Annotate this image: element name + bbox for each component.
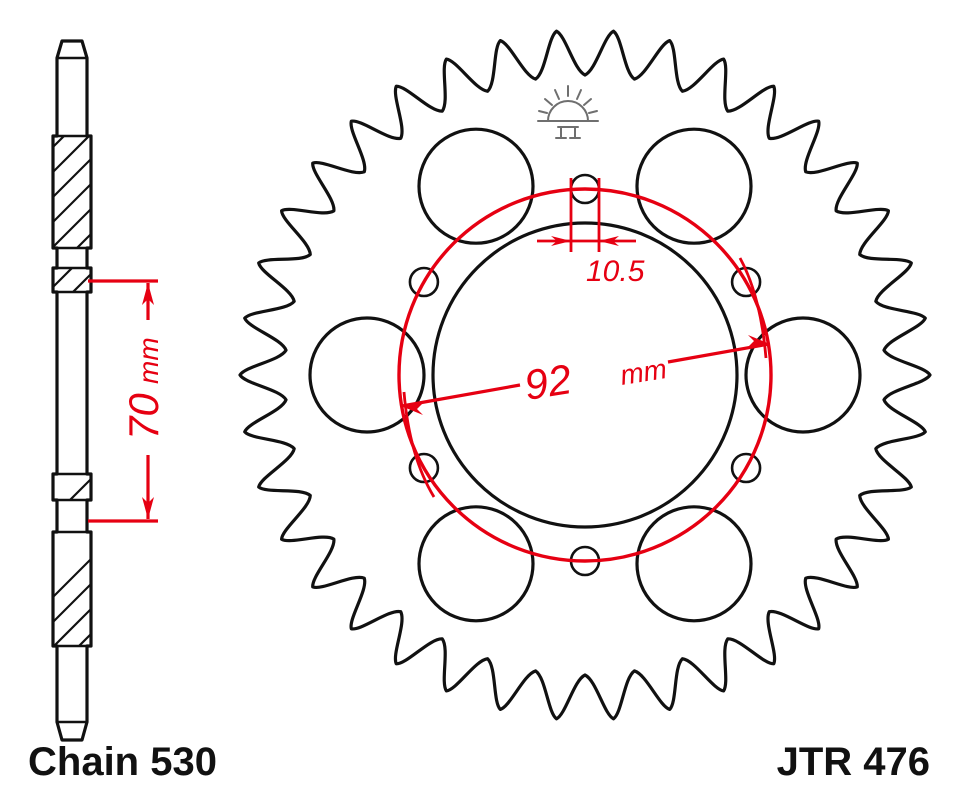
pcd-dimension-value: 92 (521, 355, 574, 409)
dimension-arrow-icon (551, 236, 571, 246)
hatch-upper-tooth-block (53, 136, 91, 248)
bolt-hole (730, 452, 762, 484)
dimension-arrow-icon (142, 283, 154, 305)
dimension-arrow-icon (142, 497, 154, 519)
pcd-dimension-unit: mm (618, 353, 669, 391)
lightening-hole (635, 505, 753, 623)
lightening-hole (417, 505, 535, 623)
bolt-hole-dimension-value: 10.5 (586, 255, 645, 288)
dimension-bolt-circle-92mm: 92 mm (401, 257, 770, 498)
dimension-bolt-hole-10-5: 10.5 (537, 178, 645, 288)
bolt-hole (408, 266, 440, 298)
lightening-hole (417, 127, 535, 245)
bore-dimension-unit: mm (133, 337, 164, 384)
hatch-lower-band (68, 477, 91, 500)
lightening-hole (744, 316, 862, 434)
side-section-divisions (51, 56, 93, 724)
bore-dimension-value: 70 (120, 393, 167, 440)
dimension-bore-70mm: 70 mm (88, 279, 167, 523)
hatch-upper-band (53, 268, 91, 292)
side-profile-outline (51, 39, 93, 742)
chain-size-label: Chain 530 (28, 740, 217, 784)
witness-tick-right (738, 257, 768, 359)
dimension-arrow-icon (401, 402, 424, 415)
rising-sun-icon (537, 85, 599, 139)
lightening-hole (308, 316, 426, 434)
witness-tick-left (402, 391, 436, 498)
part-number-label: JTR 476 (777, 740, 930, 784)
lightening-hole (635, 127, 753, 245)
front-view-sprocket (238, 29, 932, 721)
dimension-arrow-icon (599, 236, 619, 246)
bolt-hole (408, 452, 440, 484)
lightening-holes-group (308, 127, 862, 623)
side-section-view (51, 39, 93, 742)
center-bore-circle (431, 221, 739, 529)
bolt-circle-pcd (397, 187, 773, 563)
hatch-lower-tooth-block (53, 557, 91, 646)
sprocket-tooth-outline (238, 29, 932, 721)
